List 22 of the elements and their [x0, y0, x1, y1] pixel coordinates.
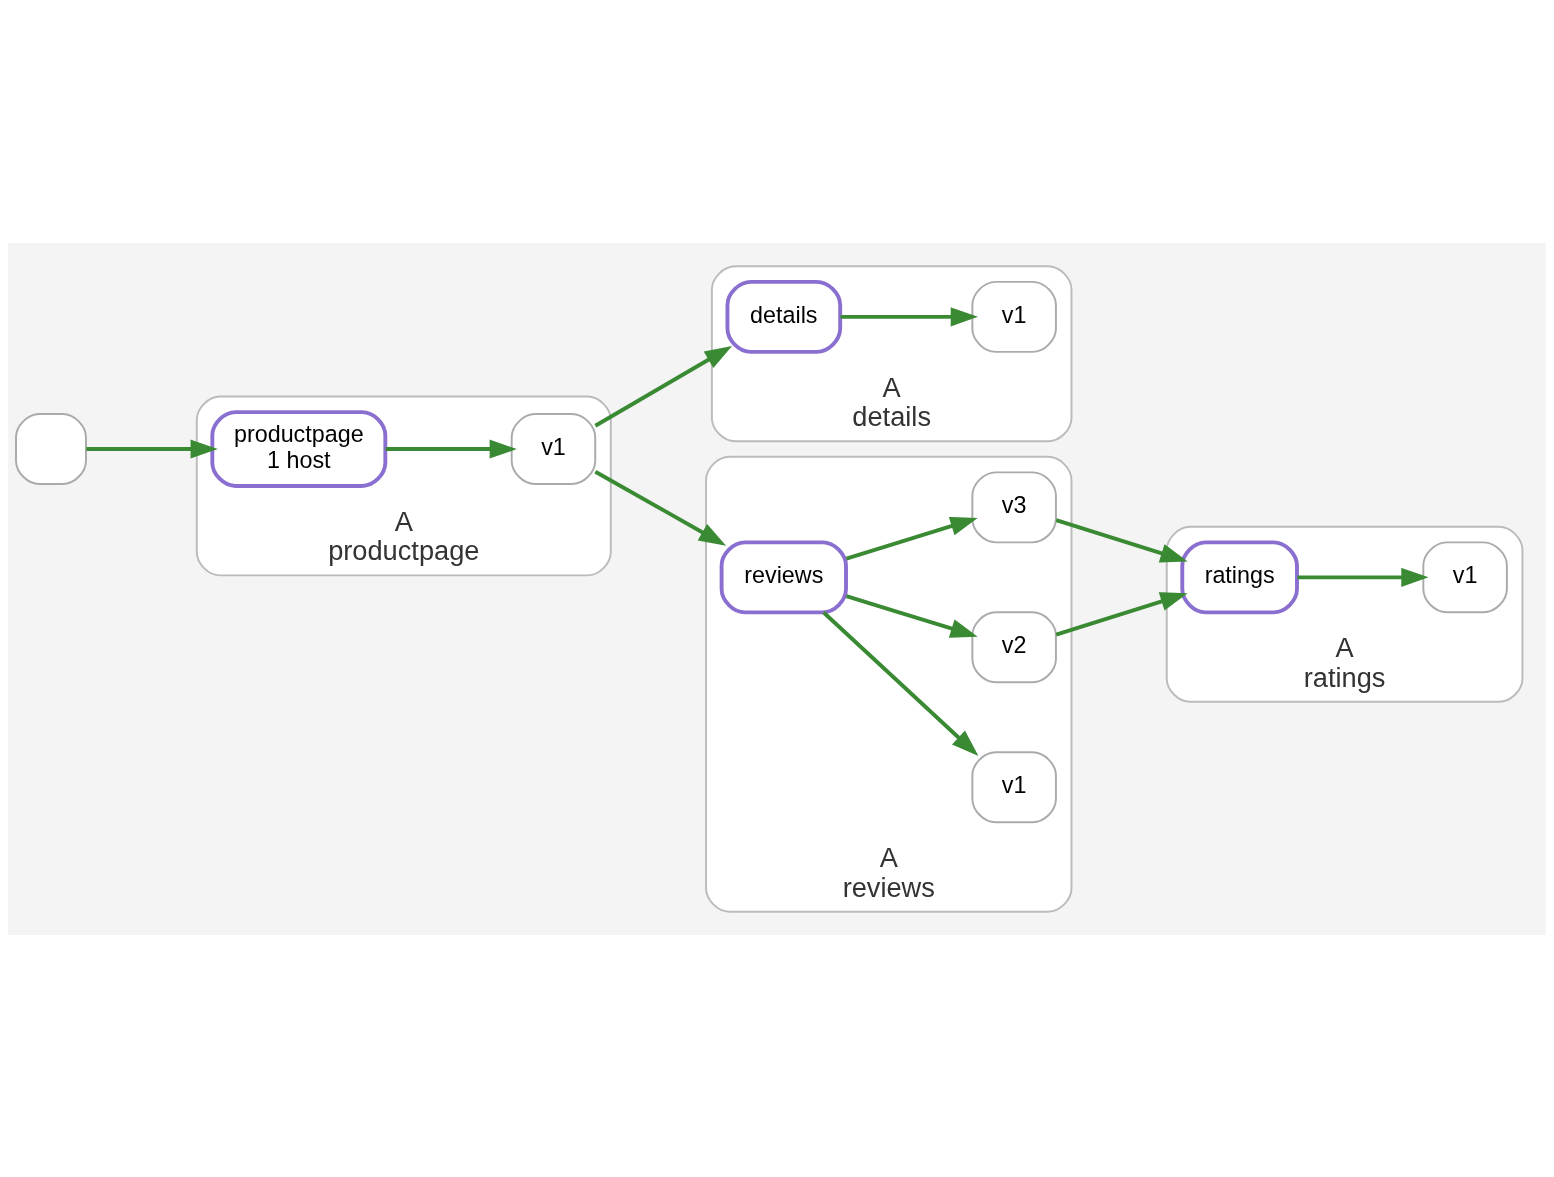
- node-box: v1: [971, 750, 1057, 823]
- node-box: details: [725, 279, 843, 354]
- node-box: v1: [510, 412, 597, 485]
- node-box: v3: [971, 470, 1057, 543]
- arrow: [1297, 567, 1429, 587]
- node-box: v2: [971, 610, 1057, 683]
- node-box: [15, 412, 87, 485]
- arrow: [840, 306, 978, 326]
- arrow: [385, 439, 517, 459]
- arrow: [594, 469, 727, 546]
- arrow: [1055, 517, 1188, 562]
- arrow: [86, 439, 218, 459]
- node-box: v1: [971, 280, 1057, 353]
- arrow: [822, 610, 979, 756]
- arrow: [845, 516, 978, 560]
- node-box: reviews: [719, 539, 848, 614]
- node-box: ratings: [1180, 539, 1299, 614]
- arrow: [845, 593, 978, 638]
- node-box: productpage 1 host: [210, 409, 388, 488]
- arrow: [594, 345, 733, 427]
- node-box: v1: [1422, 540, 1508, 613]
- arrow: [1055, 591, 1188, 636]
